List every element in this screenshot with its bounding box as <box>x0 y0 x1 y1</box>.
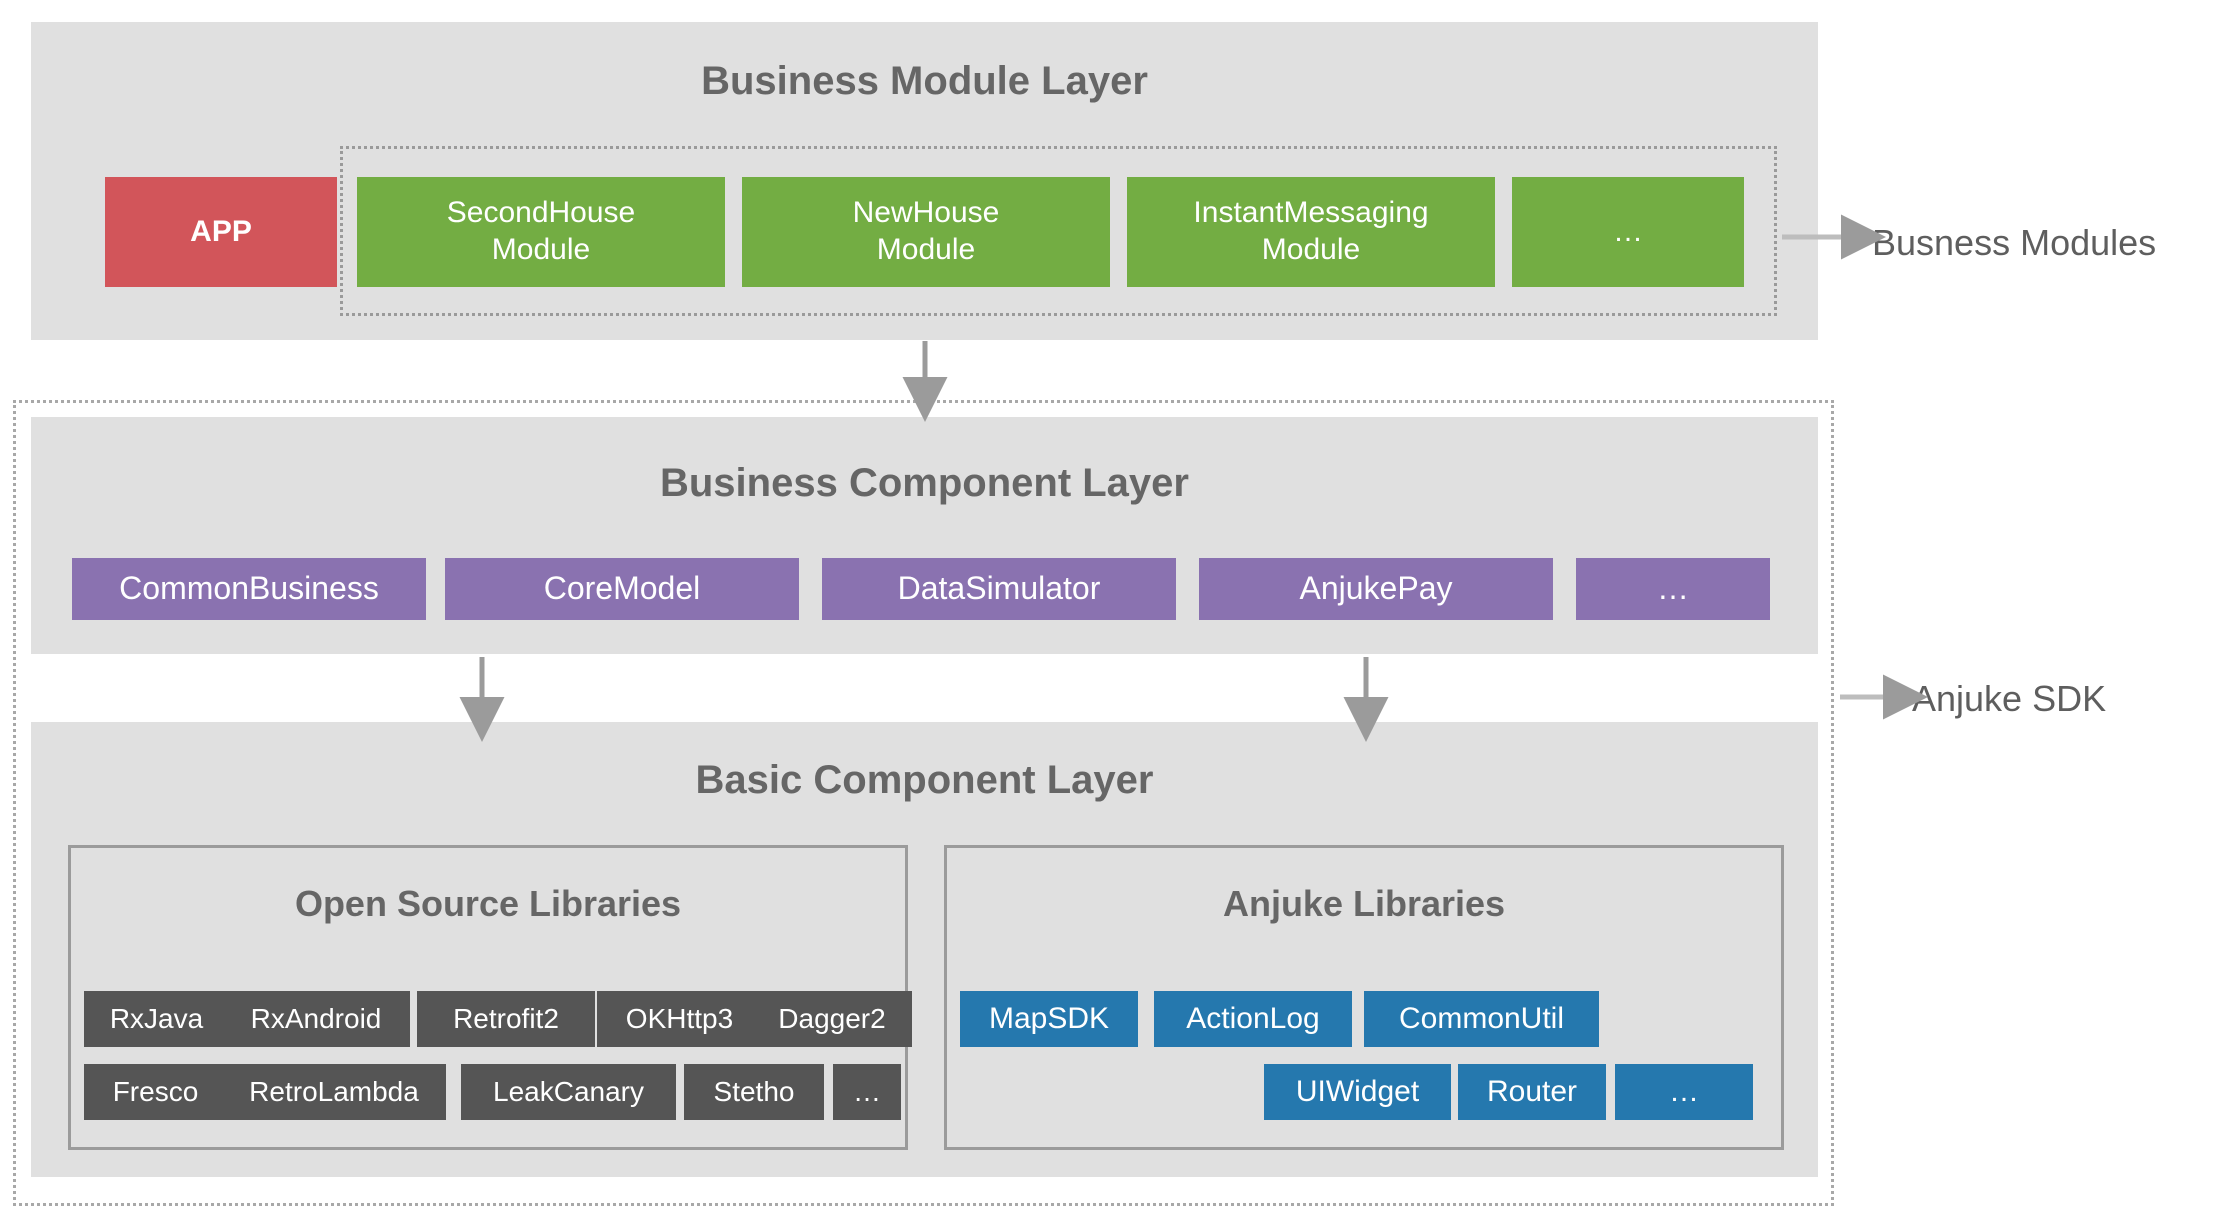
oss-lib-rxjava[interactable]: RxJava <box>84 991 229 1047</box>
anjuke-lib-mapsdk[interactable]: MapSDK <box>960 991 1138 1047</box>
anjuke-libraries-title: Anjuke Libraries <box>1222 883 1506 924</box>
anjuke-lib-actionlog[interactable]: ActionLog <box>1154 991 1352 1047</box>
oss-lib-stetho[interactable]: Stetho <box>684 1064 824 1120</box>
oss-lib-fresco[interactable]: Fresco <box>84 1064 227 1120</box>
component-chip-more[interactable]: … <box>1576 558 1770 620</box>
anjuke-lib-more[interactable]: … <box>1615 1064 1753 1120</box>
business-module-layer-title: Business Module Layer <box>701 59 1148 103</box>
oss-lib-more[interactable]: … <box>833 1064 901 1120</box>
module-chip-instantmessaging[interactable]: InstantMessaging Module <box>1127 177 1495 287</box>
oss-lib-retrofit2[interactable]: Retrofit2 <box>417 991 595 1047</box>
component-chip-coremodel[interactable]: CoreModel <box>445 558 799 620</box>
open-source-libraries-title: Open Source Libraries <box>294 883 682 924</box>
anjuke-lib-uiwidget[interactable]: UIWidget <box>1264 1064 1451 1120</box>
component-chip-commonbusiness[interactable]: CommonBusiness <box>72 558 426 620</box>
basic-component-layer-title: Basic Component Layer <box>695 758 1154 802</box>
business-component-layer-title: Business Component Layer <box>659 461 1189 505</box>
anjuke-sdk-annotation: Anjuke SDK <box>1912 678 2107 719</box>
oss-lib-dagger2[interactable]: Dagger2 <box>752 991 912 1047</box>
module-chip-more[interactable]: … <box>1512 177 1744 287</box>
app-chip[interactable]: APP <box>105 177 337 287</box>
busness-modules-annotation: Busness Modules <box>1872 222 2157 263</box>
anjuke-lib-router[interactable]: Router <box>1458 1064 1606 1120</box>
business-modules-group <box>340 146 1777 316</box>
oss-lib-okhttp3[interactable]: OKHttp3 <box>597 991 762 1047</box>
oss-lib-leakcanary[interactable]: LeakCanary <box>461 1064 676 1120</box>
module-chip-newhouse[interactable]: NewHouse Module <box>742 177 1110 287</box>
anjuke-lib-commonutil[interactable]: CommonUtil <box>1364 991 1599 1047</box>
oss-lib-retrolambda[interactable]: RetroLambda <box>222 1064 446 1120</box>
oss-lib-rxandroid[interactable]: RxAndroid <box>222 991 410 1047</box>
component-chip-datasimulator[interactable]: DataSimulator <box>822 558 1176 620</box>
module-chip-secondhouse[interactable]: SecondHouse Module <box>357 177 725 287</box>
component-chip-anjukepay[interactable]: AnjukePay <box>1199 558 1553 620</box>
